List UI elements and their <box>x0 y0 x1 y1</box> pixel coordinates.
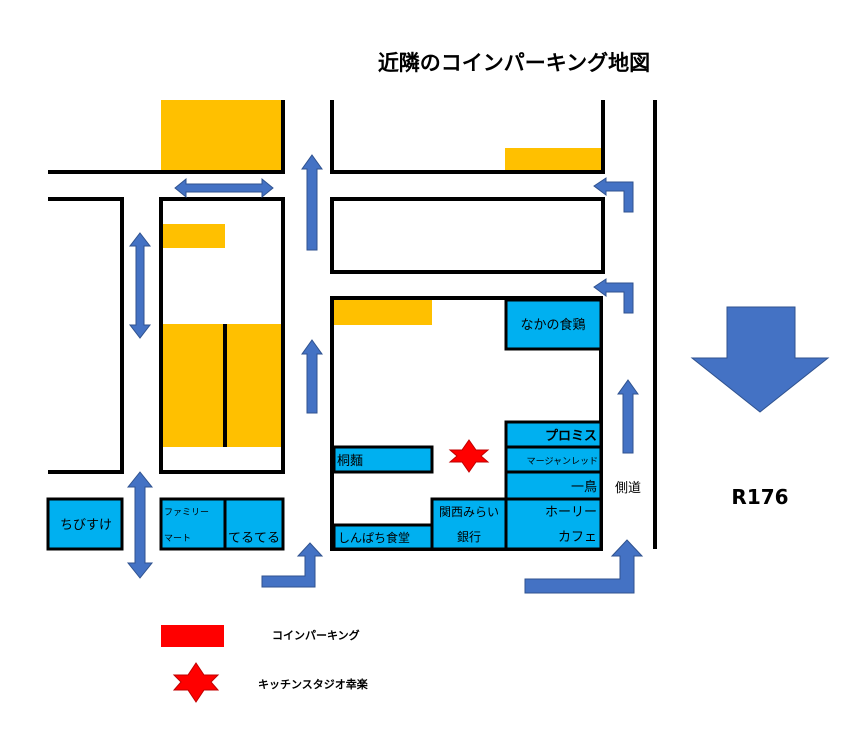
legend-parking-swatch <box>161 625 224 647</box>
shop-kirimen-label: 桐麵 <box>337 454 363 469</box>
shop-familymart-label-1: ファミリー <box>164 508 209 518</box>
kitchen-studio-star-icon <box>448 439 490 473</box>
double-arrow-vertical-icon <box>126 471 154 579</box>
double-arrow-horizontal-icon <box>174 177 274 199</box>
legend-kitchen-label: キッチンスタジオ幸楽 <box>258 677 369 691</box>
arrow-turn-left-icon <box>593 177 634 213</box>
map-title: 近隣のコインパーキング地図 <box>378 51 650 75</box>
shop-nakano <box>504 298 603 351</box>
shop-chibisuke <box>46 497 124 551</box>
shop-familymart-label-2: マート <box>164 534 191 544</box>
side-road-label: 側道 <box>615 481 641 496</box>
shop-promis-label: プロミス <box>545 429 597 444</box>
shop-holly-cafe <box>504 497 603 551</box>
parking-lot <box>505 148 603 172</box>
shop-holly-label-1: ホーリー <box>545 505 597 520</box>
legend-star-icon <box>172 662 220 703</box>
double-arrow-vertical-icon <box>128 232 152 339</box>
shop-teruteru <box>223 497 285 551</box>
shop-bank-label-1: 関西みらい <box>439 505 499 519</box>
big-arrow-down-icon <box>690 306 830 413</box>
shop-mahjong-label: マージャンレッド <box>527 457 598 467</box>
shop-ichitori-label: 一鳥 <box>571 480 597 495</box>
shop-nakano-label: なかの食鶏 <box>520 317 585 333</box>
shop-shinpachi <box>332 523 434 551</box>
shop-holly-label-2: カフェ <box>558 530 597 545</box>
shop-teruteru-label: てるてる <box>228 531 280 546</box>
arrow-turn-up-icon <box>524 539 644 594</box>
arrow-turn-up-icon <box>261 542 324 588</box>
shop-bank-label-2: 銀行 <box>457 530 481 544</box>
parking-lot <box>334 300 432 325</box>
shop-mahjong <box>504 445 603 474</box>
parking-lot <box>163 224 225 248</box>
arrow-up-icon <box>301 154 323 251</box>
arrow-up-icon <box>617 379 639 454</box>
shop-kirimen <box>332 445 434 474</box>
shop-chibisuke-label: ちびすけ <box>60 518 112 533</box>
route-label: R176 <box>731 485 788 509</box>
legend-parking-label: コインパーキング <box>272 628 360 642</box>
parking-lot <box>161 100 283 172</box>
shop-familymart <box>159 497 227 551</box>
shop-shinpachi-label: しんぱち食堂 <box>338 530 410 545</box>
arrow-turn-left-icon <box>593 278 634 314</box>
arrow-up-icon <box>301 339 323 414</box>
